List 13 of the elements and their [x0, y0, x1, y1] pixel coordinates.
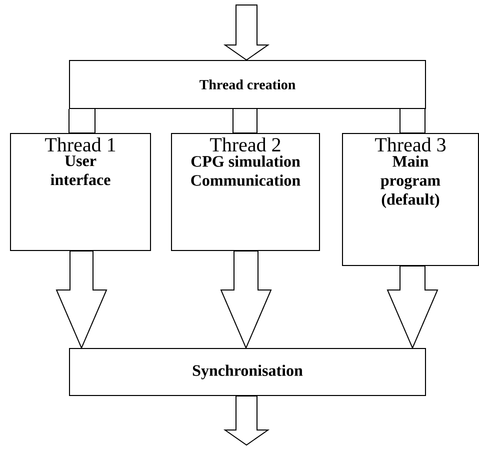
- hollow-arrow: [223, 395, 270, 446]
- thread-box: Thread 2 CPG simulation Communication: [171, 133, 320, 251]
- connector-lines: [68, 108, 96, 134]
- hollow-arrow: [223, 4, 270, 61]
- hollow-arrow: [220, 250, 272, 350]
- thread-box: Thread 1 User interface: [10, 133, 151, 251]
- process-bar: Synchronisation: [69, 348, 426, 396]
- process-bar: Thread creation: [69, 60, 426, 109]
- hollow-arrow: [56, 250, 108, 350]
- connector-lines: [400, 108, 426, 134]
- hollow-arrow: [386, 266, 438, 350]
- connector-lines: [232, 108, 258, 134]
- thread-box: Thread 3 Main program (default): [342, 133, 479, 266]
